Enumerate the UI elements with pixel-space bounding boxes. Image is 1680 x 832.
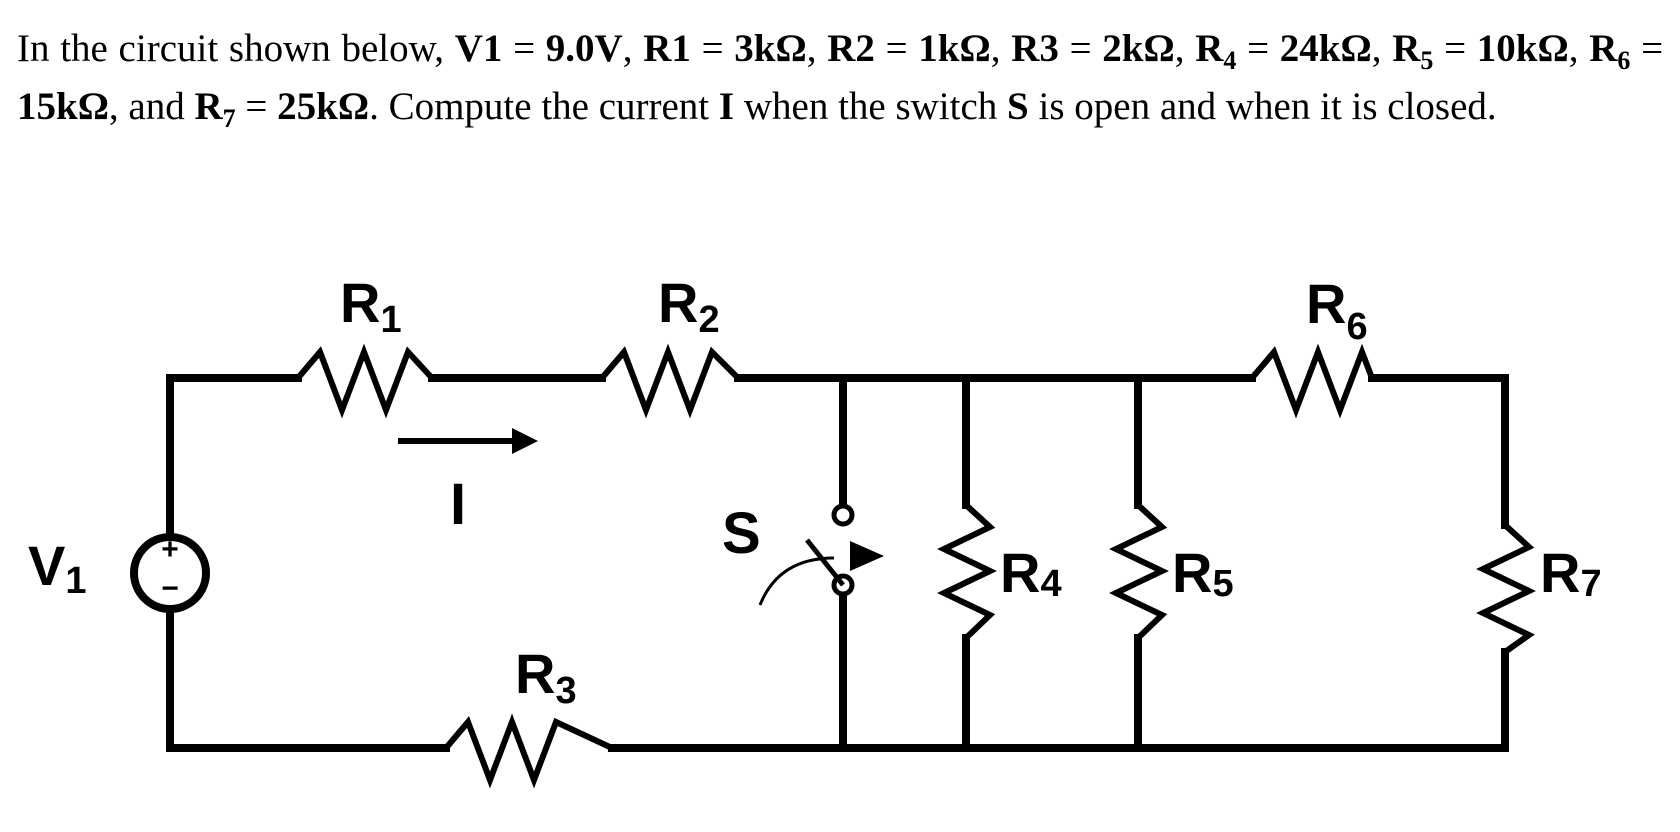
- label-r6: R6: [1306, 272, 1368, 348]
- label-r4: R4: [1000, 541, 1062, 605]
- source-minus: −: [161, 572, 179, 605]
- r3-value: 2kΩ: [1102, 27, 1175, 70]
- voltage-source-v1: + −: [130, 533, 210, 613]
- r2-symbol: R2: [827, 27, 875, 70]
- resistor-r7: [1476, 522, 1536, 655]
- equals: =: [235, 85, 278, 128]
- left-wire: [166, 374, 302, 542]
- equals: =: [1433, 27, 1477, 70]
- source-plus: +: [161, 533, 179, 566]
- problem-text: is open and when it is closed.: [1028, 85, 1497, 128]
- r5-value: 10kΩ: [1476, 27, 1569, 70]
- separator: ,: [1174, 27, 1196, 70]
- separator: ,: [1568, 27, 1590, 70]
- label-r1: R1: [340, 271, 402, 341]
- r1-symbol: R1: [643, 27, 691, 70]
- equals: =: [1630, 27, 1664, 70]
- separator: ,: [806, 27, 828, 70]
- separator: ,: [1371, 27, 1393, 70]
- wires: [166, 374, 1509, 752]
- problem-text: . Compute the current: [369, 85, 719, 128]
- equals: =: [1058, 27, 1103, 70]
- label-s: S: [722, 501, 761, 566]
- r2-value: 1kΩ: [918, 27, 991, 70]
- equals: =: [502, 27, 546, 70]
- source-bottom-wire: [166, 604, 450, 752]
- v1-symbol: V1: [454, 27, 503, 70]
- label-r7: R7: [1540, 541, 1602, 605]
- separator: , and: [108, 85, 195, 128]
- resistor-r3: [443, 713, 614, 789]
- r3-symbol: R3: [1011, 27, 1059, 70]
- problem-statement: In the circuit shown below, V1 = 9.0V, R…: [17, 20, 1663, 136]
- current-symbol: I: [718, 85, 735, 128]
- separator: ,: [622, 27, 644, 70]
- r4-value: 24kΩ: [1279, 27, 1372, 70]
- switch-symbol: S: [1007, 85, 1029, 128]
- r1-value: 3kΩ: [734, 27, 807, 70]
- equals: =: [874, 27, 919, 70]
- current-arrow-head: [512, 428, 538, 454]
- label-i: I: [450, 472, 466, 537]
- resistor-r4: [937, 502, 997, 641]
- label-r3: R3: [515, 642, 577, 712]
- r4-symbol: R4: [1195, 27, 1237, 75]
- resistor-r6: [1249, 343, 1375, 419]
- v1-value: 9.0V: [545, 27, 623, 70]
- label-r2: R2: [658, 271, 720, 341]
- label-v1: V1: [28, 534, 87, 602]
- resistor-r1: [295, 343, 435, 419]
- r7-value: 25kΩ: [277, 85, 370, 128]
- r6-r7-wire: [1368, 374, 1509, 529]
- equals: =: [690, 27, 735, 70]
- r6-symbol: R6: [1589, 27, 1631, 75]
- resistor-r5: [1109, 502, 1169, 641]
- r7-symbol: R7: [194, 85, 236, 133]
- r5-symbol: R5: [1392, 27, 1434, 75]
- label-r5: R5: [1172, 541, 1234, 605]
- r6-value: 15kΩ: [17, 85, 109, 128]
- resistor-r2: [599, 343, 741, 419]
- switch-s: [758, 503, 884, 606]
- problem-text: when the switch: [734, 85, 1008, 128]
- equals: =: [1236, 27, 1280, 70]
- separator: ,: [990, 27, 1012, 70]
- problem-text: In the circuit shown below,: [17, 27, 455, 70]
